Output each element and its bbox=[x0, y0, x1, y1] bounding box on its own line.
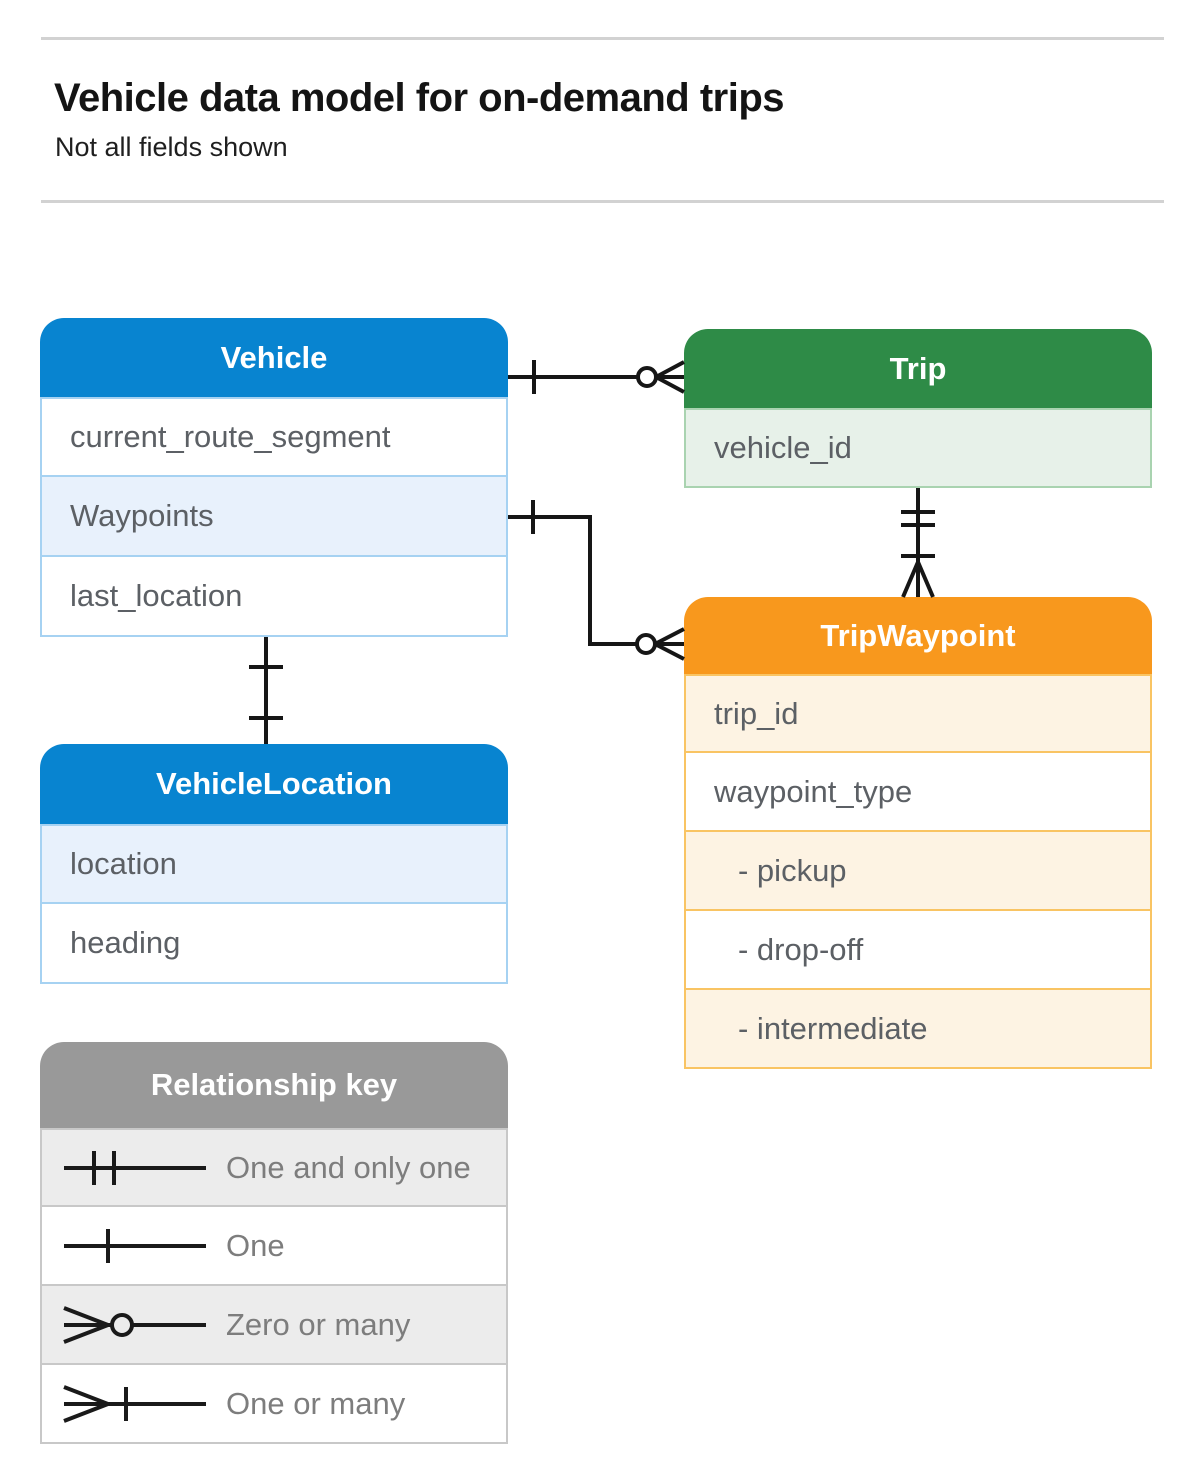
one-and-only-one-icon bbox=[64, 1150, 206, 1185]
field-trip-id: trip_id bbox=[684, 674, 1152, 753]
top-divider bbox=[41, 37, 1164, 40]
legend-label: One bbox=[226, 1227, 285, 1263]
entity-vehicle-title: Vehicle bbox=[40, 318, 508, 397]
relationship-key-title: Relationship key bbox=[40, 1042, 508, 1128]
field-last-location: last_location bbox=[40, 557, 508, 637]
legend-label: One and only one bbox=[226, 1149, 471, 1185]
one-icon bbox=[64, 1228, 206, 1263]
connector-waypoints-tripwaypoint bbox=[508, 500, 685, 661]
entity-trip-waypoint: TripWaypoint trip_id waypoint_type - pic… bbox=[684, 597, 1152, 1069]
entity-trip-title: Trip bbox=[684, 329, 1152, 408]
entity-vehicle-location-fields: location heading bbox=[40, 824, 508, 984]
zero-or-many-icon bbox=[63, 1305, 206, 1344]
entity-vehicle-fields: current_route_segment Waypoints last_loc… bbox=[40, 397, 508, 637]
field-heading: heading bbox=[40, 904, 508, 984]
connector-vehicle-vehiclelocation bbox=[249, 637, 283, 744]
entity-vehicle-location: VehicleLocation location heading bbox=[40, 744, 508, 984]
field-current-route-segment: current_route_segment bbox=[40, 397, 508, 477]
legend-item-one-and-only-one: One and only one bbox=[40, 1128, 508, 1207]
entity-trip-waypoint-fields: trip_id waypoint_type - pickup - drop-of… bbox=[684, 674, 1152, 1069]
entity-vehicle-location-title: VehicleLocation bbox=[40, 744, 508, 824]
header-divider bbox=[41, 200, 1164, 203]
connector-trip-tripwaypoint bbox=[901, 488, 935, 598]
field-waypoint-type-intermediate: - intermediate bbox=[684, 990, 1152, 1069]
entity-trip: Trip vehicle_id bbox=[684, 329, 1152, 488]
legend-label: One or many bbox=[226, 1385, 406, 1421]
connector-vehicle-trip bbox=[508, 360, 685, 394]
legend-item-one: One bbox=[40, 1207, 508, 1286]
page-title: Vehicle data model for on-demand trips bbox=[54, 76, 785, 120]
relationship-key-items: One and only one One Zero or many bbox=[40, 1128, 508, 1444]
legend-item-zero-or-many: Zero or many bbox=[40, 1286, 508, 1365]
page-subtitle: Not all fields shown bbox=[55, 132, 288, 162]
entity-trip-waypoint-title: TripWaypoint bbox=[684, 597, 1152, 674]
legend-item-one-or-many: One or many bbox=[40, 1365, 508, 1444]
relationship-key: Relationship key One and only one One bbox=[40, 1042, 508, 1444]
field-waypoint-type-drop-off: - drop-off bbox=[684, 911, 1152, 990]
entity-vehicle: Vehicle current_route_segment Waypoints … bbox=[40, 318, 508, 637]
field-waypoints: Waypoints bbox=[40, 477, 508, 557]
field-waypoint-type-pickup: - pickup bbox=[684, 832, 1152, 911]
field-waypoint-type: waypoint_type bbox=[684, 753, 1152, 832]
entity-trip-fields: vehicle_id bbox=[684, 408, 1152, 488]
field-location: location bbox=[40, 824, 508, 904]
legend-label: Zero or many bbox=[226, 1306, 411, 1342]
field-vehicle-id: vehicle_id bbox=[684, 408, 1152, 488]
one-or-many-icon bbox=[63, 1384, 206, 1423]
